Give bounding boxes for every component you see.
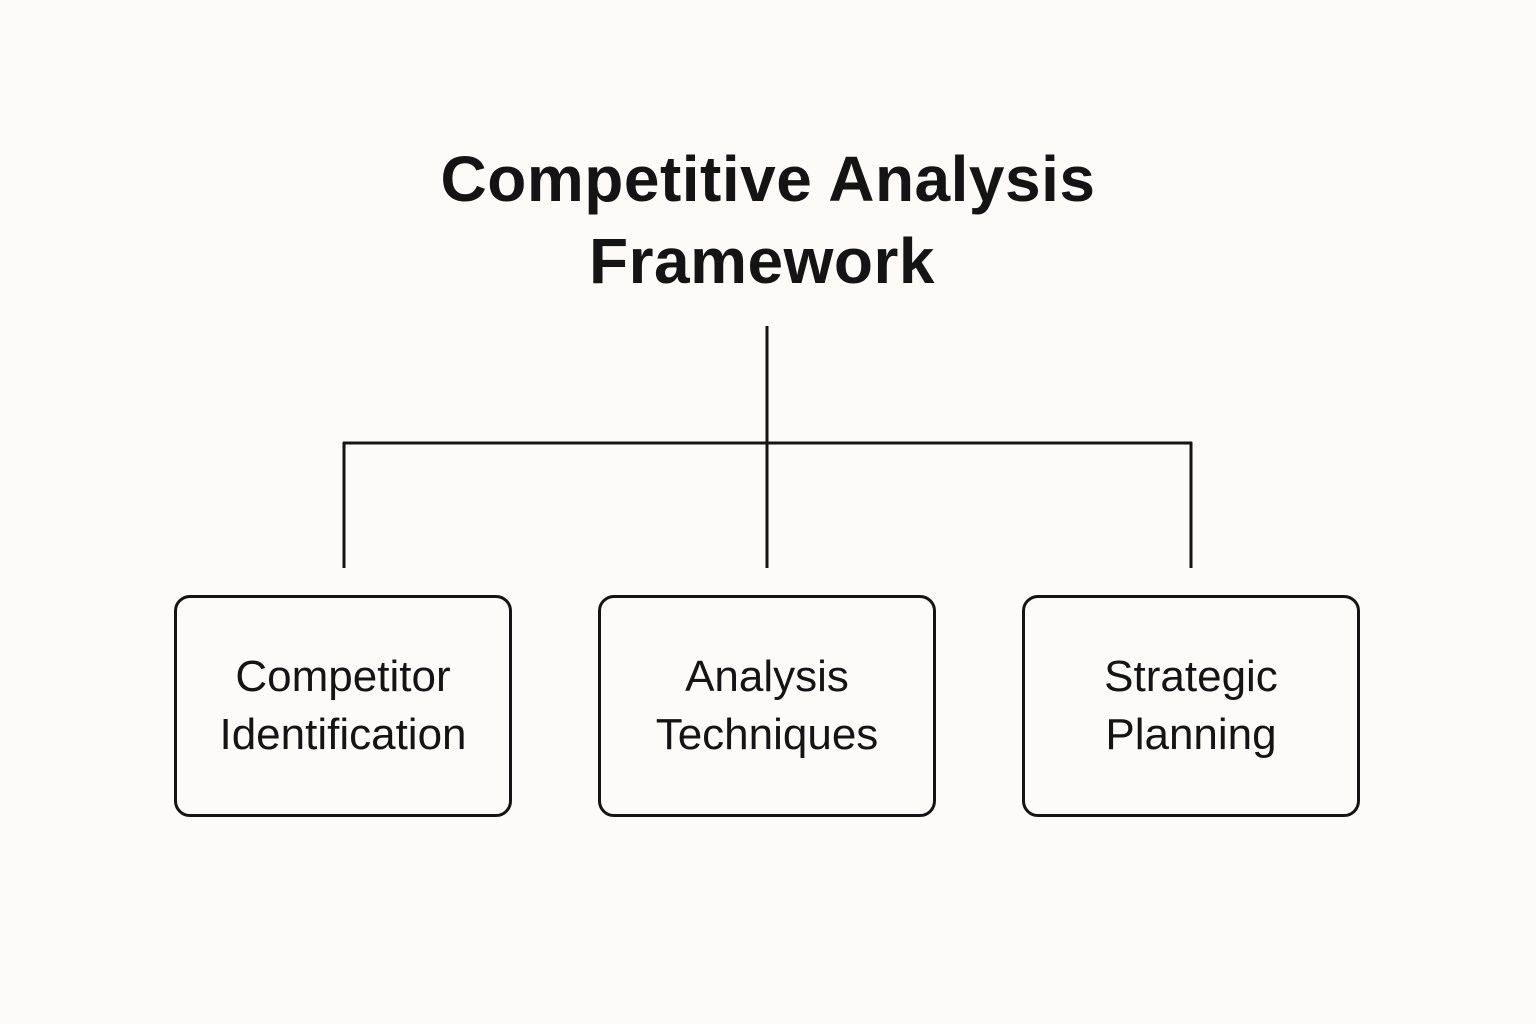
- node-label-line-2: Techniques: [655, 710, 879, 759]
- node-strategic-planning: Strategic Planning: [1022, 595, 1360, 817]
- node-competitor-identification: Competitor Identification: [174, 595, 512, 817]
- node-label-line-2: Identification: [219, 710, 467, 759]
- node-label-line-2: Planning: [1105, 710, 1277, 759]
- node-label-line-1: Competitor: [235, 652, 451, 701]
- node-analysis-techniques: Analysis Techniques: [598, 595, 936, 817]
- title-line-1: Competitive Analysis: [440, 143, 1096, 215]
- diagram-title: Competitive Analysis Framework: [0, 138, 1536, 302]
- title-line-2: Framework: [589, 225, 935, 297]
- node-label-line-1: Strategic: [1104, 652, 1278, 701]
- node-label-line-1: Analysis: [685, 652, 849, 701]
